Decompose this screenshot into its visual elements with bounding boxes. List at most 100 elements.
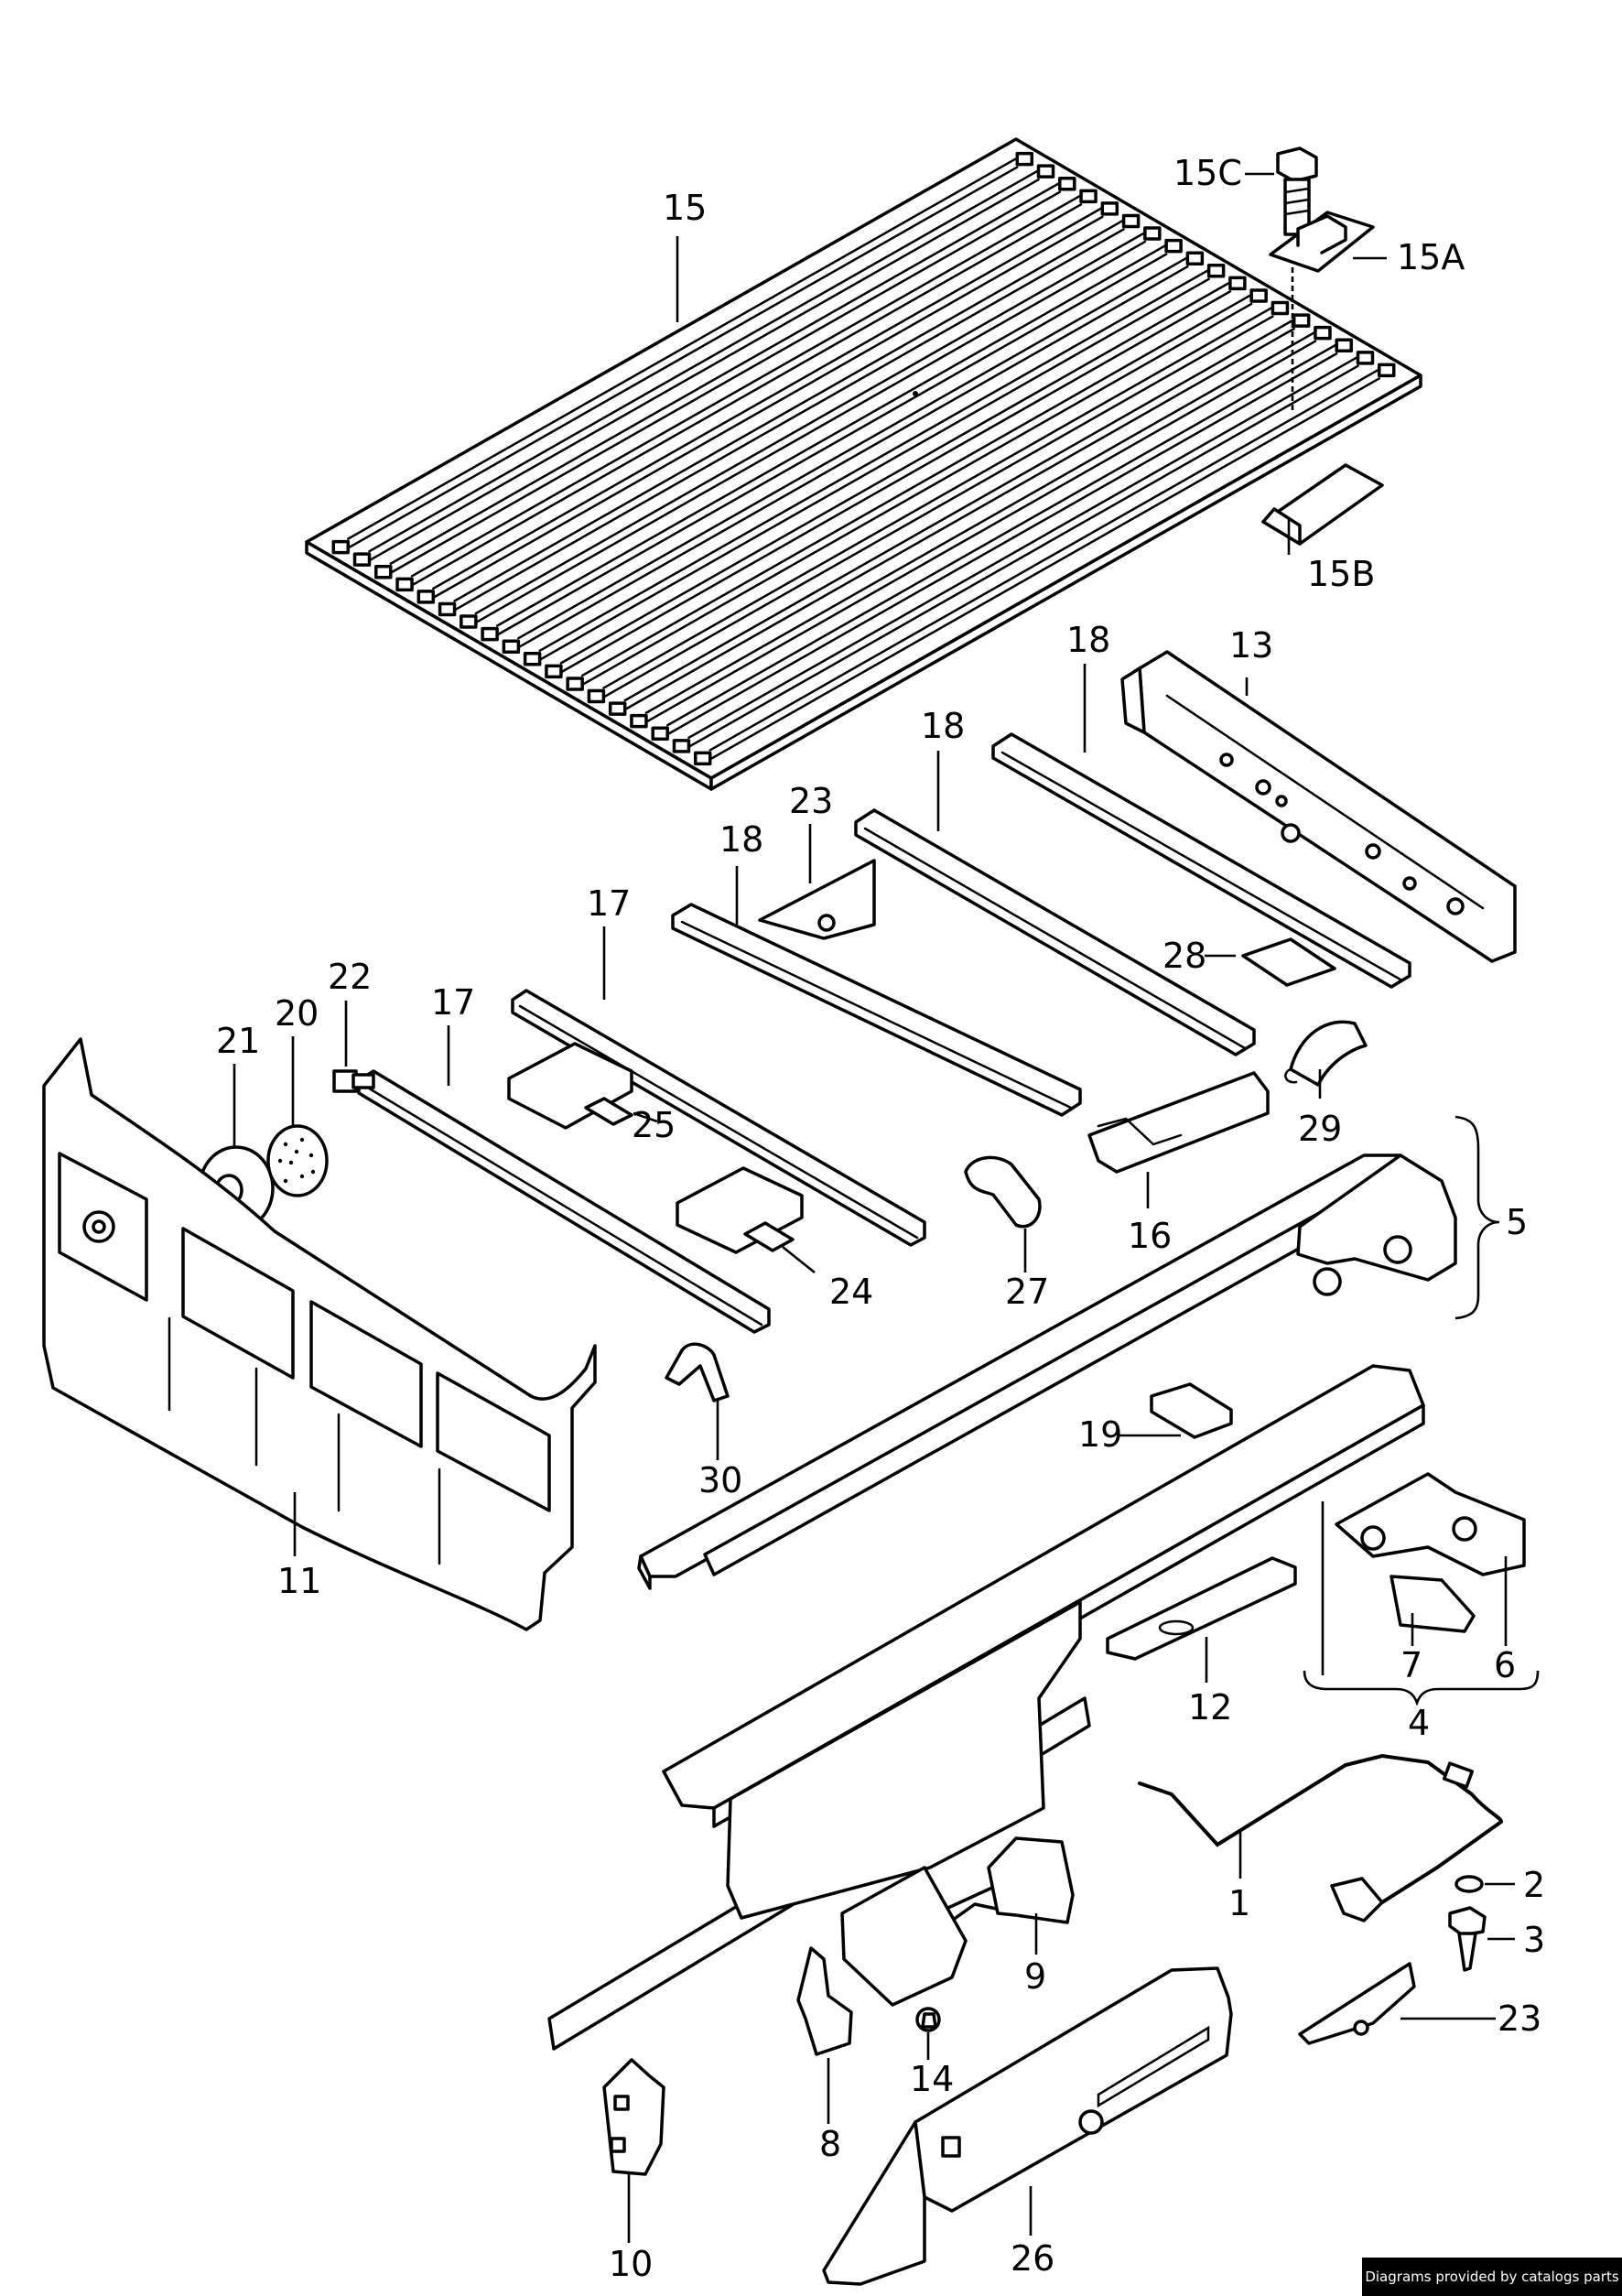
floor-rib-end [566,677,584,691]
washer-part-2 [1454,1875,1484,1893]
callout-labels: 15 15C 15A 15B 13 18 18 18 23 17 17 22 2… [216,153,1545,2284]
screw-part-3 [1448,1906,1487,1972]
crossmember-part-17-right [511,989,926,1247]
bracket-part-24 [676,1166,804,1254]
label-10: 10 [609,2244,653,2284]
bracket-part-10 [602,2058,665,2176]
floor-rib-line [474,231,1147,615]
gusset-part-23-lower [1298,1962,1416,2045]
cable-part-1 [1138,1753,1504,1904]
longmember-part-5 [637,1153,1457,1590]
disc-speckle [288,1160,294,1165]
floor-rib-line [453,228,1125,612]
label-23-lower: 23 [1498,1998,1541,2039]
label-17-left: 17 [431,982,475,1023]
floor-rib-end [1121,213,1141,229]
floor-rib-end [545,664,563,679]
floor-rib-end [1292,313,1311,328]
gusset-part-23-upper [758,859,876,940]
label-4: 4 [1408,1703,1430,1743]
crossmember-part-17-left [357,1069,771,1334]
label-23-upper: 23 [789,781,833,821]
label-15: 15 [663,188,707,228]
floor-rib-end [1036,164,1055,179]
floor-rib-line [559,281,1232,665]
rear-panel-part-11 [42,1037,597,1631]
floor-rib-end [672,739,691,753]
floor-rib-end [460,614,478,629]
label-20: 20 [275,993,319,1034]
label-1: 1 [1228,1883,1250,1923]
bracket-part-9 [987,1836,1075,1924]
floor-rib-line [538,277,1210,662]
floor-rib-line [538,268,1210,653]
floor-rib-line [432,206,1104,590]
disc-speckle [283,1178,288,1184]
disc-speckle [299,1174,305,1179]
leader-lines [232,172,1540,2243]
clip-part-30 [665,1342,730,1403]
floor-rib-end [481,626,499,642]
floor-rib-end [395,577,414,592]
floor-rib-end [1058,176,1076,191]
floor-rib-line [708,377,1380,761]
floor-rib-end [587,688,606,704]
label-29: 29 [1298,1109,1342,1149]
floor-rib-line [453,219,1125,602]
floor-rib-line [347,157,1019,540]
floor-rib-end [374,564,393,579]
floor-rib-line [580,293,1253,677]
pad-part-28 [1241,937,1336,987]
clip-part-29 [1284,1020,1368,1087]
label-15b: 15B [1307,554,1375,594]
label-3: 3 [1523,1920,1545,1960]
crossmember-part-18-left [671,903,1082,1117]
floor-rib-line [708,368,1380,752]
floor-rib-line [389,181,1062,565]
disc-speckle [299,1137,305,1143]
label-7: 7 [1400,1645,1422,1685]
floor-rib-end [608,701,627,716]
floor-rib-line [368,168,1040,553]
floor-rib-line [602,306,1274,689]
disc-speckle [283,1142,288,1147]
label-12: 12 [1188,1687,1232,1727]
floor-rib-line [368,178,1040,562]
crossmember-part-18-right [991,732,1411,989]
label-27: 27 [1005,1272,1049,1312]
label-18-left: 18 [719,819,763,860]
floor-rib-line [687,364,1359,749]
label-11: 11 [277,1561,321,1601]
label-18-right: 18 [1066,620,1110,660]
floor-rib-line [517,265,1189,649]
side-member-part-13 [1120,650,1517,963]
floor-rib-end [331,539,351,555]
plate-part-12 [1106,1556,1297,1661]
label-9: 9 [1024,1956,1046,1997]
floor-rib-line [410,194,1083,578]
floor-rib-end [1314,325,1332,341]
floor-rib-line [474,240,1147,624]
label-26: 26 [1011,2238,1054,2279]
floor-rib-line [517,255,1189,640]
floor-rib-end [1271,300,1290,316]
label-5: 5 [1506,1202,1528,1242]
floor-rib-end [630,713,648,729]
floor-rib-end [1015,151,1034,167]
floor-rib-end [416,590,436,604]
label-19: 19 [1078,1414,1122,1455]
floor-rib-line [623,327,1295,711]
bracket-part-15b [1261,463,1384,546]
clip-part-27 [964,1155,1042,1229]
floor-panel-part-15 [305,137,1422,791]
floor-rib-line [580,302,1253,687]
floor-rib-line [602,315,1274,699]
floor-rib-end [651,726,669,742]
crossmember-part-18-middle [854,808,1256,1056]
floor-rib-line [495,244,1168,627]
disc-speckle [310,1169,316,1175]
label-25: 25 [632,1105,676,1145]
label-8: 8 [819,2124,841,2164]
credit-banner: Diagrams provided by catalogs parts [1362,2258,1622,2296]
